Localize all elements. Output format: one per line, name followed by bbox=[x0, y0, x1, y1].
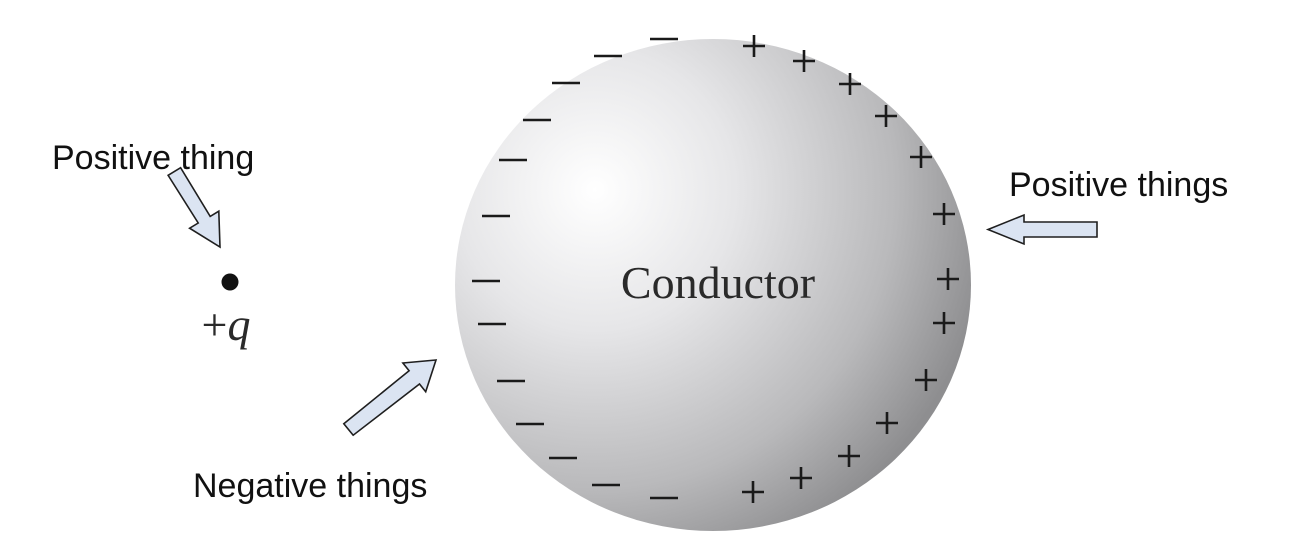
positive-things-label: Positive things bbox=[1009, 166, 1228, 204]
positive-charge bbox=[937, 268, 959, 290]
conductor-sphere bbox=[455, 39, 971, 531]
negative-things-arrow bbox=[342, 359, 438, 437]
positive-charge bbox=[793, 50, 815, 72]
positive-charge bbox=[876, 412, 898, 434]
positive-charge bbox=[875, 105, 897, 127]
point-charge-symbol: q bbox=[227, 299, 250, 350]
negative-things-label: Negative things bbox=[193, 467, 427, 505]
conductor-label: Conductor bbox=[621, 257, 815, 308]
positive-charges bbox=[742, 35, 959, 503]
point-charge-sign: + bbox=[202, 299, 228, 350]
point-charge-label: +q bbox=[202, 299, 251, 350]
positive-thing-label: Positive thing bbox=[52, 139, 254, 177]
positive-things-arrow bbox=[985, 213, 1098, 246]
positive-charge bbox=[933, 312, 955, 334]
positive-thing-arrow bbox=[166, 166, 221, 249]
positive-charge bbox=[933, 203, 955, 225]
positive-charge bbox=[790, 467, 812, 489]
positive-charge bbox=[838, 445, 860, 467]
negative-charges bbox=[472, 37, 678, 500]
positive-charge bbox=[743, 35, 765, 57]
positive-charge bbox=[915, 369, 937, 391]
positive-charge bbox=[742, 481, 764, 503]
point-charge-dot bbox=[221, 273, 239, 291]
positive-charge bbox=[839, 73, 861, 95]
positive-charge bbox=[910, 146, 932, 168]
